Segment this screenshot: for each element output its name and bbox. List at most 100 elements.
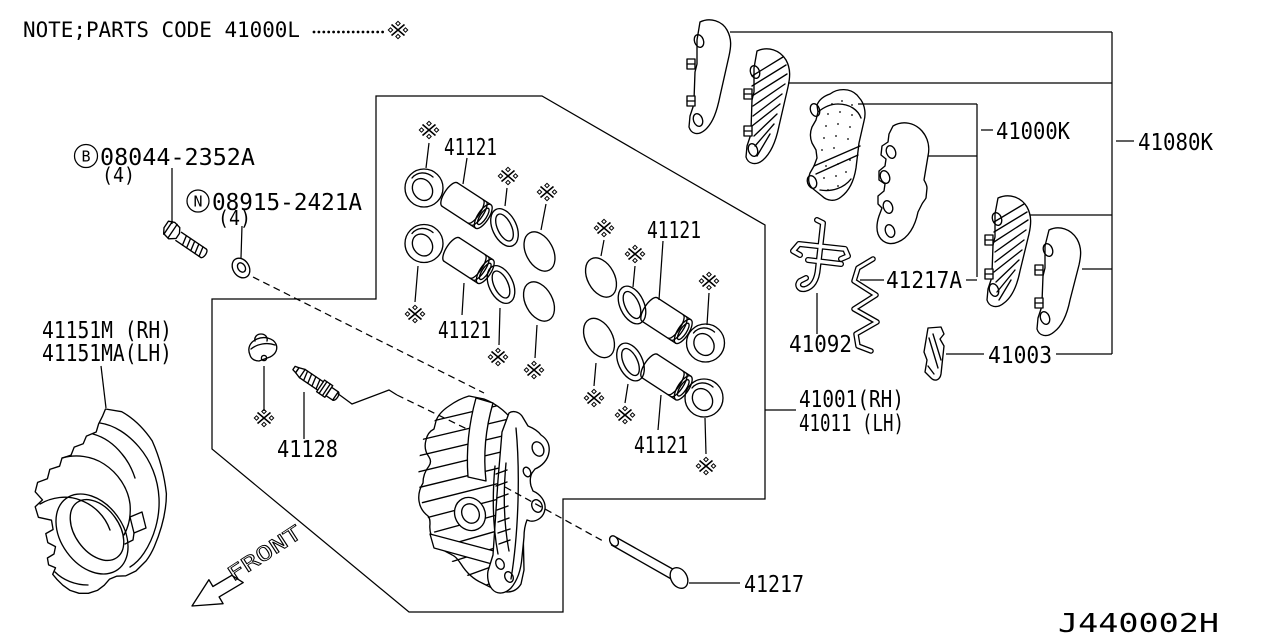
reference-mark [698,271,720,291]
guide-pin-drawing-detail [608,535,620,547]
leader-line [425,142,430,169]
reference-mark-detail [624,251,631,257]
reference-mark-detail [512,173,519,179]
friction-dots-detail [849,159,851,161]
outer-shim-cover-drawing-detail [743,93,753,132]
reference-mark-detail [706,271,712,278]
friction-dots-detail [845,171,847,173]
axis-polyline [336,389,398,405]
prefix-n-circle [186,189,210,213]
caliper-code-rh: 41001(RH) [799,387,904,413]
reference-mark-detail [531,373,537,380]
outer-shim-cover-drawing-detail [751,56,788,157]
anti-rattle-spring-drawing [790,217,851,293]
reference-mark-detail [261,421,267,428]
friction-dots-detail [827,113,829,115]
reference-mark-detail [256,411,272,425]
dashed-center-line [504,486,604,542]
reference-mark-detail [544,195,550,202]
leader-line [414,265,419,303]
reference-mark-detail [536,189,543,195]
friction-dots-detail [833,147,835,149]
guide-pin-drawing [608,535,689,590]
inner-brake-pad-drawing [876,122,930,245]
leader-line [504,187,508,207]
brake-caliper-drawing-detail [531,441,545,457]
reference-mark-detail [523,367,530,373]
reference-mark-detail [695,463,702,469]
leader-line [100,365,107,409]
note-dot [337,30,340,34]
friction-dots-detail [849,126,851,128]
reference-mark-detail [703,456,709,463]
brake-caliper-drawing [418,395,550,594]
pad-retainer-drawing-detail [927,333,942,375]
spring-code: 41092 [789,332,852,358]
brake-caliper-drawing-detail [492,462,510,555]
reference-mark-detail [698,278,705,284]
splash-shield-drawing-detail [55,493,129,575]
splash-shield-drawing-detail [39,496,111,531]
leader-line [704,417,707,455]
outer-shim-cover-drawing-detail [749,65,761,79]
friction-dots-detail [825,165,827,167]
bleeder-code: 41128 [277,437,338,463]
friction-dots-detail [851,114,853,116]
reference-mark [418,120,440,140]
washer-qty: (4) [218,206,251,230]
note-dot [342,30,345,34]
note-dot [371,30,375,34]
retainer-code: 41003 [988,343,1052,369]
splash-shield-drawing-detail [34,408,168,594]
outer-pad-shim-drawing-detail [692,113,704,127]
bolt-qty: (4) [102,163,135,187]
shield-code-rh: 41151M (RH) [42,318,172,344]
leader-line [600,239,605,257]
reference-mark-detail [639,251,646,257]
reference-mark-detail [404,311,411,317]
reference-mark-detail [622,405,628,412]
reference-mark-detail [505,166,511,173]
note-dot [322,30,326,34]
outer-pad-shim-drawing-detail [693,34,705,48]
reference-mark-detail [261,408,267,415]
inner-brake-pad-drawing-detail [882,200,894,214]
reference-mark-detail [544,182,550,189]
inner-brake-pad-drawing-detail [876,122,930,245]
dashed-center-line [252,276,485,394]
leader-line [658,240,664,301]
prefix-n-letter: N [193,193,202,211]
inner-shim-cover-drawing-detail [988,283,1000,297]
splash-shield-drawing-detail [69,498,125,562]
bleeder-valve-drawing-detail [302,370,321,390]
note-dot [351,30,355,34]
reference-mark [387,20,409,40]
reference-mark-detail [419,311,426,317]
reference-mark-detail [598,395,605,401]
note-dot [327,30,331,34]
reference-mark-detail [268,415,275,421]
hardware-kit-code: 41080K [1138,130,1213,156]
reference-mark-detail [505,179,511,186]
outer-brake-pad-drawing-detail [819,103,862,192]
reference-mark-detail [701,274,717,288]
inner-pad-shim-drawing-detail [1036,227,1082,337]
reference-mark-detail [387,27,394,33]
reference-mark-detail [632,244,638,251]
reference-mark-detail [426,120,432,127]
inner-shim-cover-drawing-detail [993,203,1029,301]
reference-mark [404,304,426,324]
reference-mark-detail [390,23,406,37]
leader-lines-layer [100,31,1134,613]
reference-mark-detail [490,350,506,364]
reference-mark-detail [418,127,425,133]
reference-mark-detail [601,231,607,238]
brake-caliper-drawing-detail [504,571,514,583]
inner-pad-shim-drawing-detail [1039,311,1051,325]
reference-mark-detail [591,388,597,395]
reference-mark-detail [495,347,501,354]
reference-mark-detail [538,367,545,373]
dashed-center-line [396,394,468,430]
note-dot [317,30,321,34]
inner-pad-shim-drawing-detail [1042,243,1054,257]
